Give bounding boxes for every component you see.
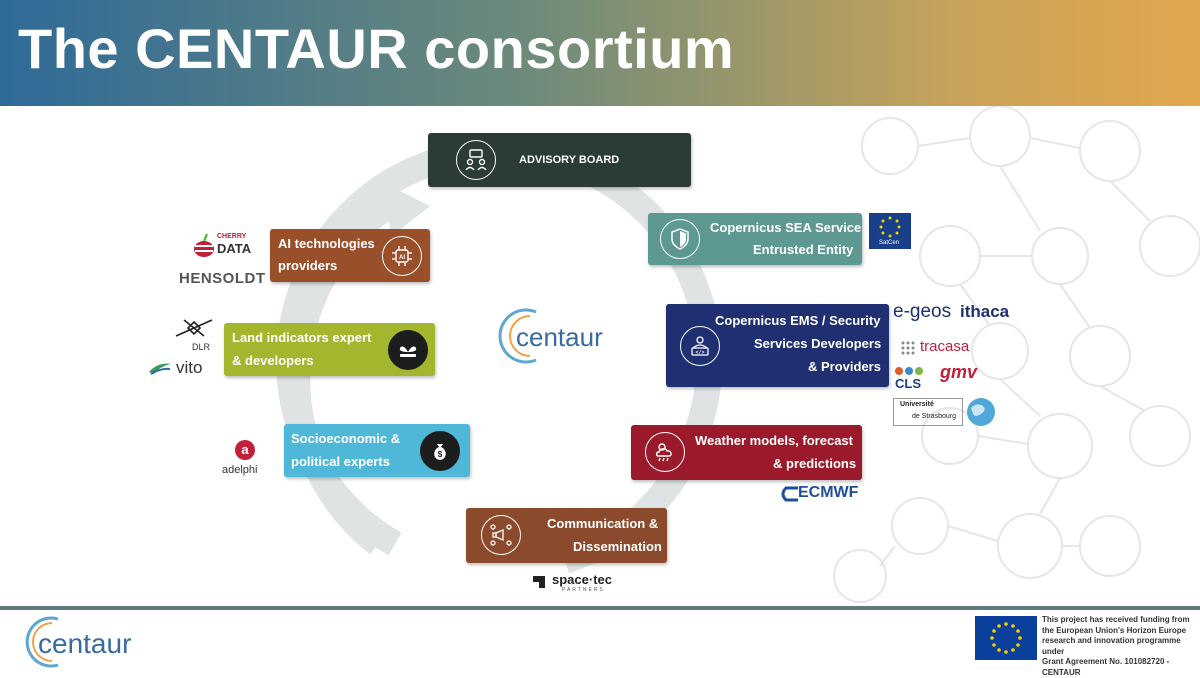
ithaca-logo: ithaca bbox=[960, 302, 1010, 321]
adelphi-circle-icon: a bbox=[235, 440, 255, 460]
weather-label-line1: Weather models, forecast bbox=[695, 433, 853, 448]
cherry-text: CHERRY bbox=[217, 233, 247, 240]
hensoldt-logo: HENSOLDT bbox=[179, 270, 266, 287]
cls-dots-icon bbox=[895, 367, 923, 375]
title-bar: The CENTAUR consortium bbox=[0, 0, 1200, 106]
footer-divider bbox=[0, 606, 1200, 610]
sea-label-line1: Copernicus SEA Service bbox=[710, 220, 862, 235]
ai-label-line2: providers bbox=[278, 258, 338, 273]
sea-label-line2: Entrusted Entity bbox=[753, 242, 854, 257]
ems-label-line2: Services Developers bbox=[754, 336, 882, 351]
ai-label-line1: AI technologies bbox=[278, 236, 375, 251]
tracasa-text: tracasa bbox=[920, 338, 970, 355]
board-meeting-icon bbox=[456, 140, 496, 180]
funding-line-3: research and innovation programme under bbox=[1042, 636, 1181, 656]
comm-label-line1: Communication & bbox=[547, 516, 659, 531]
vito-swoosh-icon bbox=[149, 363, 171, 375]
developer-laptop-icon: </> bbox=[680, 326, 720, 366]
advisory-board-box: ADVISORY BOARD bbox=[428, 133, 691, 187]
strasbourg-logo: Université de Strasbourg bbox=[893, 398, 963, 426]
plant-sprout-icon bbox=[388, 330, 428, 370]
adelphi-text: adelphi bbox=[222, 464, 258, 476]
dlr-text: DLR bbox=[192, 342, 211, 352]
footer-centaur-arc-icon bbox=[25, 616, 59, 668]
center-logo-text: centaur bbox=[516, 322, 603, 352]
socioeconomic-box: Socioeconomic & political experts $ bbox=[284, 424, 470, 477]
strasbourg-line2: de Strasbourg bbox=[912, 413, 956, 420]
svg-text:</>: </> bbox=[695, 350, 704, 356]
satcen-logo: SatCen bbox=[869, 213, 911, 249]
background-network-icons bbox=[833, 106, 1200, 603]
funding-line-1: This project has received funding from bbox=[1042, 615, 1190, 624]
dlr-emblem-icon bbox=[175, 319, 213, 337]
gmv-logo: gmv bbox=[940, 362, 978, 382]
funding-statement: This project has received funding from t… bbox=[1042, 615, 1200, 678]
footer-centaur-logo: centaur bbox=[18, 614, 148, 670]
cls-text: CLS bbox=[895, 376, 921, 391]
data-text: DATA bbox=[217, 241, 252, 256]
slide-title: The CENTAUR consortium bbox=[18, 17, 735, 80]
eu-flag bbox=[975, 616, 1037, 660]
funding-line-4: Grant Agreement No. 101082720 - CENTAUR bbox=[1042, 657, 1170, 677]
vito-logo: vito bbox=[148, 358, 218, 380]
land-indicators-box: Land indicators expert & developers bbox=[224, 323, 435, 376]
eu-stars-icon bbox=[879, 216, 901, 238]
tracasa-dots-icon bbox=[901, 341, 915, 355]
satcen-text: SatCen bbox=[879, 240, 900, 246]
adelphi-logo: a adelphi bbox=[222, 439, 274, 479]
centaur-arc-icon bbox=[498, 308, 537, 364]
ecmwf-logo: ECMWF bbox=[778, 484, 868, 506]
diagram-canvas: centaur ADVISORY BOARD AI technologies p… bbox=[0, 106, 1200, 608]
weather-box: Weather models, forecast & predictions bbox=[631, 425, 862, 480]
weather-label-line2: & predictions bbox=[773, 456, 857, 471]
spacetec-subtext: PARTNERS bbox=[562, 587, 605, 593]
strasbourg-line1: Université bbox=[900, 401, 934, 408]
ems-label-line1: Copernicus EMS / Security bbox=[715, 313, 881, 328]
dlr-logo: DLR bbox=[174, 316, 214, 356]
svg-text:$: $ bbox=[438, 450, 443, 459]
tracasa-logo: tracasa bbox=[900, 338, 980, 358]
copernicus-sea-box: Copernicus SEA Service Entrusted Entity bbox=[648, 213, 862, 265]
spacetec-text: space·tec bbox=[552, 572, 612, 587]
footer-logo-text: centaur bbox=[38, 628, 132, 659]
eu-flag-stars-icon bbox=[990, 622, 1022, 654]
land-label-line1: Land indicators expert bbox=[232, 330, 372, 345]
vito-text: vito bbox=[176, 358, 203, 377]
globe-logo-icon bbox=[967, 398, 995, 426]
cherry-data-logo: CHERRY DATA bbox=[193, 233, 253, 263]
ai-providers-box: AI technologies providers AI bbox=[270, 229, 430, 282]
ecmwf-text: ECMWF bbox=[798, 484, 859, 501]
cherry-icon bbox=[194, 233, 214, 257]
cls-logo: CLS bbox=[893, 364, 933, 392]
ai-chip-icon: AI bbox=[382, 236, 422, 276]
egeos-logo: e-geos bbox=[893, 301, 952, 322]
socio-label-line2: political experts bbox=[291, 454, 390, 469]
ems-label-line3: & Providers bbox=[808, 359, 881, 374]
comm-label-line2: Dissemination bbox=[573, 539, 662, 554]
spacetec-logo: space·tec PARTNERS bbox=[532, 572, 632, 596]
socio-label-line1: Socioeconomic & bbox=[291, 431, 401, 446]
money-bag-icon: $ bbox=[420, 431, 460, 471]
land-label-line2: & developers bbox=[232, 353, 314, 368]
center-centaur-logo: centaur bbox=[496, 306, 626, 366]
copernicus-ems-box: </> Copernicus EMS / Security Services D… bbox=[666, 304, 889, 387]
spacetec-mark-icon bbox=[533, 576, 545, 588]
communication-box: Communication & Dissemination bbox=[466, 508, 667, 563]
ecmwf-mark-icon bbox=[781, 486, 798, 502]
megaphone-network-icon bbox=[481, 515, 521, 555]
advisory-board-label: ADVISORY BOARD bbox=[519, 154, 620, 166]
funding-line-2: the European Union's Horizon Europe bbox=[1042, 625, 1187, 635]
svg-text:a: a bbox=[241, 442, 249, 457]
svg-text:AI: AI bbox=[399, 255, 405, 261]
weather-cloud-icon bbox=[645, 432, 685, 472]
shield-icon bbox=[660, 219, 700, 259]
